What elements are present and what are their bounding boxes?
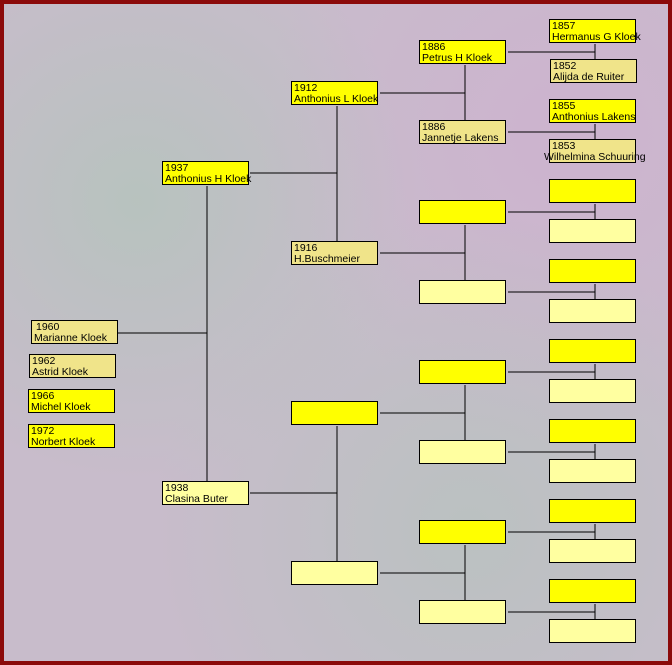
person-box-gg-grandmother[interactable]: 1852 Alijda de Ruiter [550, 59, 637, 83]
person-name: Michel Kloek [31, 401, 91, 413]
person-name: Astrid Kloek [32, 366, 89, 378]
birth-year: 1912 [294, 82, 318, 94]
person-box-child[interactable]: 1966 Michel Kloek [28, 389, 115, 413]
birth-year: 1886 [422, 41, 446, 53]
person-box-gg-grandfather[interactable]: 1857 Hermanus G Kloek [549, 19, 641, 43]
person-name: Anthonius L Kloek [294, 93, 379, 105]
person-box-child[interactable]: 1972 Norbert Kloek [28, 424, 115, 448]
empty-person-box[interactable] [419, 520, 506, 544]
empty-person-box[interactable] [549, 459, 636, 483]
birth-year: 1937 [165, 162, 189, 174]
person-name: Marianne Kloek [34, 332, 107, 344]
birth-year: 1966 [31, 390, 55, 402]
empty-person-box[interactable] [549, 179, 636, 203]
person-box-paternal-grandmother[interactable]: 1916 H.Buschmeier [291, 241, 378, 265]
person-name: Norbert Kloek [31, 436, 96, 448]
person-name: Wilhelmina Schuuring [544, 151, 646, 163]
birth-year: 1916 [294, 242, 318, 254]
person-name: Jannetje Lakens [422, 132, 499, 144]
empty-person-box[interactable] [549, 419, 636, 443]
birth-year: 1938 [165, 482, 189, 494]
person-name: Anthonius H Kloek [165, 173, 252, 185]
person-box-paternal-grandfather[interactable]: 1912 Anthonius L Kloek [291, 81, 378, 105]
empty-person-box[interactable] [549, 259, 636, 283]
birth-year: 1855 [552, 100, 576, 112]
birth-year: 1960 [36, 321, 60, 333]
person-box-child[interactable]: 1960 Marianne Kloek [31, 320, 118, 344]
birth-year: 1853 [552, 140, 576, 152]
person-box-gg-grandmother[interactable]: 1853 Wilhelmina Schuuring [544, 139, 646, 163]
person-name: Petrus H Kloek [422, 52, 493, 64]
person-box-father[interactable]: 1937 Anthonius H Kloek [162, 161, 252, 185]
empty-person-box[interactable] [549, 579, 636, 603]
person-name: Clasina Buter [165, 493, 229, 505]
empty-person-box[interactable] [549, 339, 636, 363]
empty-person-box[interactable] [549, 539, 636, 563]
empty-person-box[interactable] [549, 299, 636, 323]
empty-person-box[interactable] [549, 219, 636, 243]
person-name: H.Buschmeier [294, 253, 360, 265]
person-name: Anthonius Lakens [552, 111, 636, 123]
birth-year: 1857 [552, 20, 576, 32]
person-name: Hermanus G Kloek [552, 31, 641, 43]
empty-person-box[interactable] [549, 499, 636, 523]
birth-year: 1962 [32, 355, 56, 367]
empty-person-box[interactable] [419, 280, 506, 304]
person-box-mother[interactable]: 1938 Clasina Buter [162, 481, 249, 505]
empty-person-box[interactable] [291, 401, 378, 425]
birth-year: 1972 [31, 425, 55, 437]
person-box-gg-grandfather[interactable]: 1855 Anthonius Lakens [549, 99, 636, 123]
person-name: Alijda de Ruiter [553, 71, 625, 83]
empty-person-box[interactable] [419, 600, 506, 624]
person-box-child[interactable]: 1962 Astrid Kloek [29, 354, 116, 378]
empty-person-box[interactable] [419, 200, 506, 224]
empty-person-box[interactable] [549, 619, 636, 643]
empty-person-box[interactable] [291, 561, 378, 585]
empty-person-box[interactable] [549, 379, 636, 403]
person-box-great-grandfather[interactable]: 1886 Petrus H Kloek [419, 40, 506, 64]
empty-person-box[interactable] [419, 440, 506, 464]
person-box-great-grandmother[interactable]: 1886 Jannetje Lakens [419, 120, 506, 144]
birth-year: 1852 [553, 60, 577, 72]
birth-year: 1886 [422, 121, 446, 133]
empty-person-box[interactable] [419, 360, 506, 384]
